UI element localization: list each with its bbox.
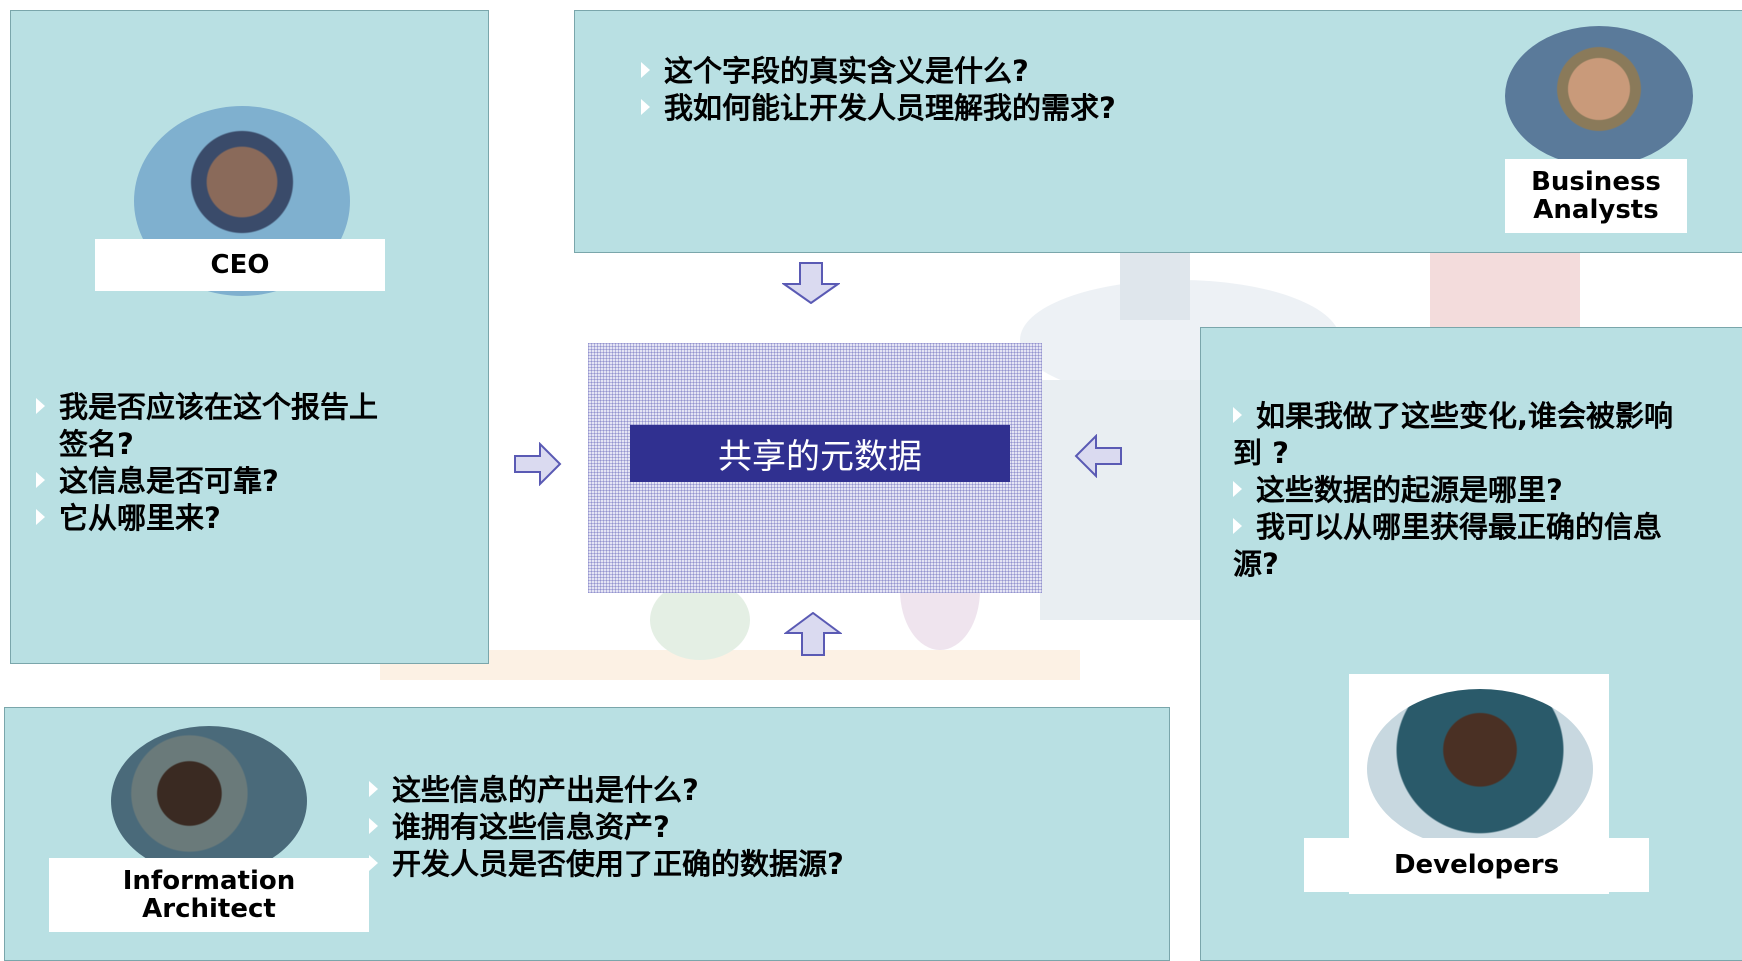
business-analysts-portrait — [1505, 26, 1693, 166]
bullet-icon — [369, 781, 378, 797]
developers-question: 如果我做了这些变化,谁会被影响 — [1233, 398, 1738, 435]
shared-metadata-title: 共享的元数据 — [630, 425, 1010, 482]
ceo-questions: 我是否应该在这个报告上 签名? 这信息是否可靠? 它从哪里来? — [36, 389, 456, 537]
information-architect-question: 谁拥有这些信息资产? — [369, 809, 1129, 846]
business-analysts-label: Business Analysts — [1505, 159, 1687, 233]
ceo-label: CEO — [95, 239, 385, 291]
information-architect-questions: 这些信息的产出是什么? 谁拥有这些信息资产? 开发人员是否使用了正确的数据源? — [369, 772, 1129, 883]
arrow-up-icon — [784, 612, 842, 656]
developers-question: 到 ? — [1233, 436, 1289, 470]
business-analysts-panel: 这个字段的真实含义是什么? 我如何能让开发人员理解我的需求? Business … — [574, 10, 1742, 253]
information-architect-panel: Information Architect 这些信息的产出是什么? 谁拥有这些信… — [4, 707, 1170, 961]
business-analysts-questions: 这个字段的真实含义是什么? 我如何能让开发人员理解我的需求? — [641, 53, 1441, 127]
developers-question: 这些数据的起源是哪里? — [1233, 472, 1738, 509]
ceo-question: 签名? — [59, 427, 134, 461]
arrow-down-icon — [782, 262, 840, 304]
bullet-icon — [1233, 407, 1242, 423]
information-architect-portrait — [111, 726, 307, 876]
developers-questions: 如果我做了这些变化,谁会被影响 到 ? 这些数据的起源是哪里? 我可以从哪里获得… — [1233, 398, 1738, 583]
bullet-icon — [1233, 518, 1242, 534]
arrow-left-icon — [1074, 434, 1122, 478]
bullet-icon — [36, 472, 45, 488]
information-architect-label: Information Architect — [49, 858, 369, 932]
ceo-question: 我是否应该在这个报告上 — [36, 389, 456, 426]
developers-portrait — [1367, 689, 1593, 849]
ceo-panel: CEO 我是否应该在这个报告上 签名? 这信息是否可靠? 它从哪里来? — [10, 10, 489, 664]
bullet-icon — [1233, 481, 1242, 497]
bullet-icon — [641, 62, 650, 78]
developers-panel: 如果我做了这些变化,谁会被影响 到 ? 这些数据的起源是哪里? 我可以从哪里获得… — [1200, 327, 1742, 961]
bullet-icon — [369, 855, 378, 871]
arrow-right-icon — [514, 442, 562, 486]
bullet-icon — [369, 818, 378, 834]
bullet-icon — [36, 509, 45, 525]
business-analysts-question: 我如何能让开发人员理解我的需求? — [641, 90, 1441, 127]
ceo-question: 它从哪里来? — [36, 500, 456, 537]
bullet-icon — [36, 398, 45, 414]
information-architect-question: 开发人员是否使用了正确的数据源? — [369, 846, 1129, 883]
information-architect-question: 这些信息的产出是什么? — [369, 772, 1129, 809]
bullet-icon — [641, 99, 650, 115]
ceo-question: 这信息是否可靠? — [36, 463, 456, 500]
developers-question: 源? — [1233, 547, 1279, 581]
business-analysts-question: 这个字段的真实含义是什么? — [641, 53, 1441, 90]
developers-question: 我可以从哪里获得最正确的信息 — [1233, 509, 1738, 546]
developers-label: Developers — [1304, 838, 1649, 892]
